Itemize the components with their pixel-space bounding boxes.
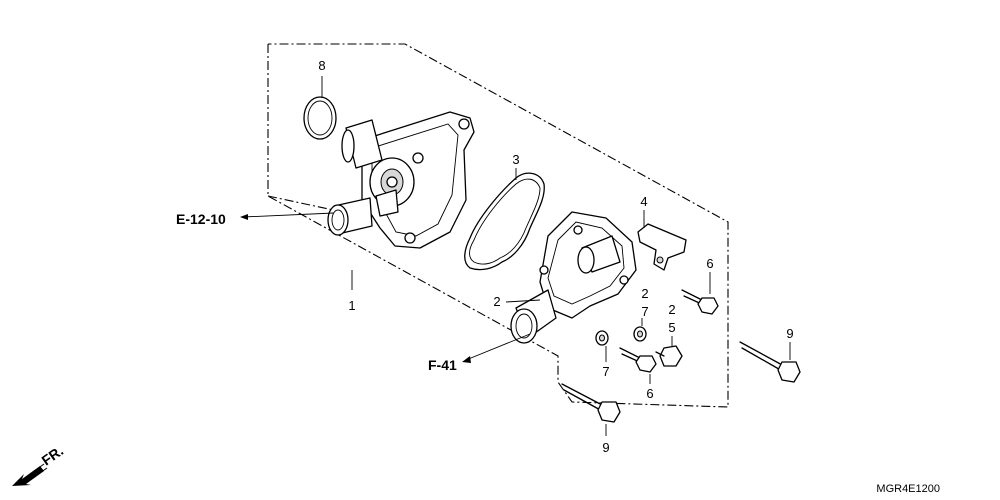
diagram-code: MGR4E1200 xyxy=(876,483,940,495)
callout-4: 4 xyxy=(640,194,647,209)
water-pump-body-part xyxy=(327,111,475,249)
gasket-part xyxy=(464,172,545,271)
callout-3: 3 xyxy=(512,152,519,167)
callout-9-right: 9 xyxy=(786,326,793,341)
front-marker: FR. xyxy=(12,442,66,486)
front-arrow-icon xyxy=(12,463,48,486)
washer-7-left xyxy=(595,330,609,346)
callout-7-lower: 7 xyxy=(602,364,609,379)
bolt-9-bottom xyxy=(561,383,621,423)
callout-5: 5 xyxy=(668,320,675,335)
callout-1: 1 xyxy=(348,298,355,313)
bolt-6-upper xyxy=(681,289,719,315)
callout-6-upper: 6 xyxy=(706,256,713,271)
leader-lines xyxy=(240,76,791,436)
washer-7-right xyxy=(633,326,647,342)
callout-9-bottom: 9 xyxy=(602,440,609,455)
bolt-9-right xyxy=(739,341,801,383)
callout-labels: 8 1 3 4 6 2 2 7 2 5 9 7 6 9 xyxy=(318,58,793,455)
reference-e12-10: E-12-10 xyxy=(176,211,226,227)
callout-2-left: 2 xyxy=(493,294,500,309)
callout-6-lower: 6 xyxy=(646,386,653,401)
callout-2-right: 2 xyxy=(668,302,675,317)
bolt-6-lower xyxy=(619,347,657,373)
callout-8: 8 xyxy=(318,58,325,73)
pump-cover-part xyxy=(510,211,637,344)
callout-2-mid: 2 xyxy=(641,286,648,301)
reference-f41: F-41 xyxy=(428,357,457,373)
bracket-part xyxy=(637,223,687,271)
o-ring-part xyxy=(303,96,337,140)
bolt-5 xyxy=(655,345,683,367)
callout-7-mid: 7 xyxy=(641,304,648,319)
